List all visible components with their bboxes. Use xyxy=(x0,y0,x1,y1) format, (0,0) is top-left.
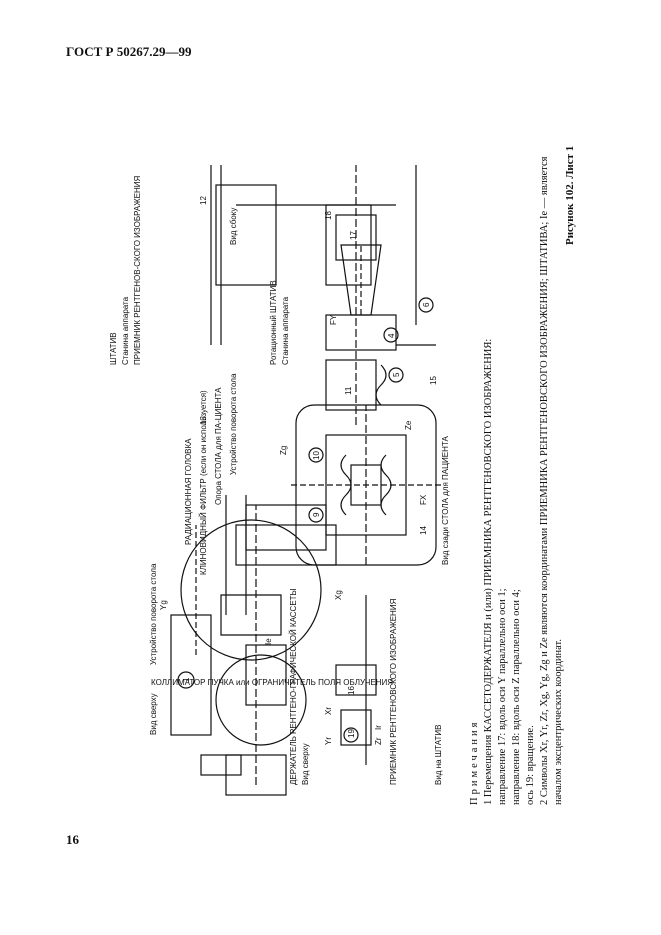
label-stand: ШТАТИВ xyxy=(109,332,118,365)
label-receptor: ПРИЕМНИК РЕНТГЕНОВ-СКОГО ИЗОБРАЖЕНИЯ xyxy=(133,176,142,366)
notes-line: 1 Перемещения КАССЕТОДЕРЖАТЕЛЯ и (или) П… xyxy=(483,338,494,805)
notes-title: Примечания xyxy=(469,719,480,805)
rotated-page-content: Вид сверху Устройство поворота стола КОЛ… xyxy=(96,80,576,805)
label-view-on-stand: Вид на ШТАТИВ xyxy=(434,725,443,785)
label-table-rotation: Устройство поворота стола xyxy=(149,563,158,665)
top-view-group xyxy=(170,495,337,796)
label-cassette-holder: ДЕРЖАТЕЛЬ РЕНТГЕНО-ГРАФИЧЕСКОЙ КАССЕТЫ xyxy=(289,588,298,785)
axis-xg: Xg xyxy=(334,590,343,600)
num-9: 9 xyxy=(312,512,321,517)
label-rotating-stand: Ротационный ШТАТИВ xyxy=(269,280,278,365)
label-table-support: Опора СТОЛА для ПА-ЦИЕНТА xyxy=(214,387,223,505)
label-apparatus-frame-2: Станина аппарата xyxy=(281,296,290,365)
axis-xr: Xr xyxy=(324,707,333,715)
label-view-behind: Вид сзади СТОЛА для ПАЦИЕНТА xyxy=(441,435,450,565)
num-15: 15 xyxy=(429,376,438,385)
num-11: 11 xyxy=(344,386,353,395)
label-wedge-filter: КЛИНОВИДНЫЙ ФИЛЬТР (если он используется… xyxy=(199,390,208,575)
label-table-rotation-2: Устройство поворота стола xyxy=(229,373,238,475)
num-16: 16 xyxy=(347,686,356,695)
label-view-top-2: Вид сверху xyxy=(301,743,310,785)
axis-fy: FY xyxy=(329,314,338,325)
axis-fx: FX xyxy=(419,494,428,505)
num-1: 1 xyxy=(182,677,191,682)
side-view-group xyxy=(210,165,436,425)
notes-line: ось 19: вращение. xyxy=(525,725,536,805)
axis-zg: Zg xyxy=(279,446,288,455)
num-6: 6 xyxy=(422,302,431,307)
notes-line: направление 18: вдоль оси Z параллельно … xyxy=(511,589,522,805)
axis-ze: Ze xyxy=(404,420,413,430)
num-18: 18 xyxy=(324,211,333,220)
axis-ie: Ie xyxy=(264,638,273,645)
axis-ir: Ir xyxy=(374,725,383,730)
num-4: 4 xyxy=(387,333,396,338)
num-13: 13 xyxy=(199,416,208,425)
num-12: 12 xyxy=(199,196,208,205)
label-view-side: Вид сбоку xyxy=(229,208,238,245)
figure-caption: Рисунок 102. Лист 1 xyxy=(564,145,576,245)
label-apparatus-frame: Станина аппарата xyxy=(121,296,130,365)
axis-yr: Yr xyxy=(324,737,333,745)
technical-drawing: Вид сверху Устройство поворота стола КОЛ… xyxy=(109,165,450,796)
notes-block: Примечания 1 Перемещения КАССЕТОДЕРЖАТЕЛ… xyxy=(468,80,566,805)
label-collimator: КОЛЛИМАТОР ПУЧКА или ОГРАНИЧИТЕЛЬ ПОЛЯ О… xyxy=(151,678,393,687)
num-5: 5 xyxy=(392,372,401,377)
notes-line: направление 17: вдоль оси Y параллельно … xyxy=(497,588,508,805)
rear-view-group xyxy=(291,404,441,765)
axis-zr: Zr xyxy=(374,737,383,745)
label-receptor-2: ПРИЕМНИК РЕНТГЕНОВСКОГО ИЗОБРАЖЕНИЯ xyxy=(389,598,398,785)
label-view-top: Вид сверху xyxy=(149,693,158,735)
num-19: 19 xyxy=(347,729,356,738)
num-10: 10 xyxy=(312,451,321,460)
num-17: 17 xyxy=(349,231,358,240)
axis-yg: Yg xyxy=(159,600,168,610)
label-radiation-head: РАДИАЦИОННАЯ ГОЛОВКА xyxy=(184,438,193,545)
notes-line: 2 Символы Xr, Yr, Zr, Xg, Yg, Zg и Ze яв… xyxy=(539,156,550,805)
page-number: 16 xyxy=(66,832,79,847)
document-header: ГОСТ Р 50267.29—99 xyxy=(66,44,192,59)
num-14: 14 xyxy=(419,526,428,535)
rotated-inner: Вид сверху Устройство поворота стола КОЛ… xyxy=(96,80,576,805)
